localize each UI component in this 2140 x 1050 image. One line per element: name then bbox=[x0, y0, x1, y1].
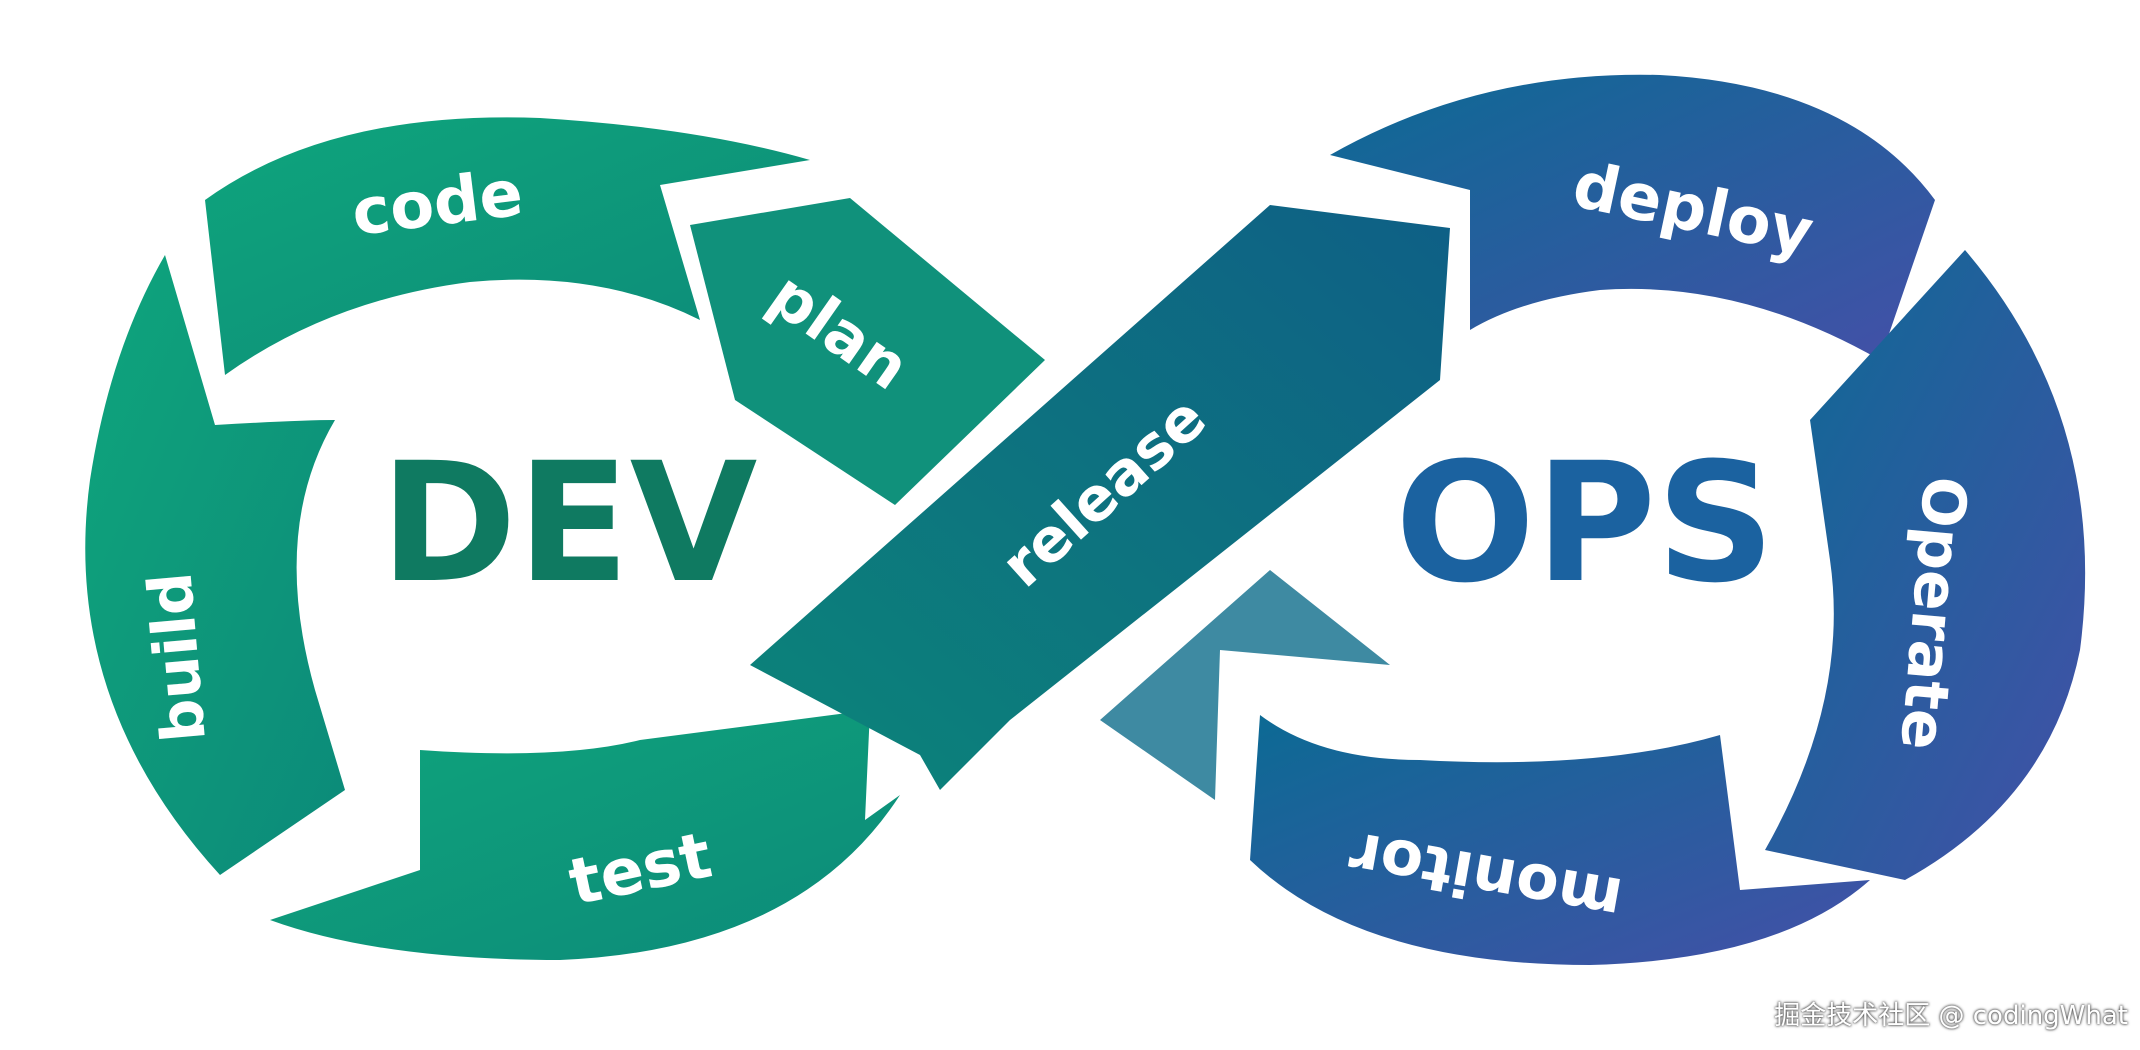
ops-title: OPS bbox=[1395, 427, 1775, 619]
monitor-segment[interactable] bbox=[1250, 715, 1870, 965]
test-segment[interactable] bbox=[270, 710, 900, 960]
watermark: 掘金技术社区 @ codingWhat bbox=[1774, 1001, 2128, 1031]
ops-loop bbox=[1100, 74, 2086, 965]
label-build: build bbox=[135, 570, 220, 745]
return-arrow bbox=[1100, 570, 1390, 800]
dev-loop bbox=[85, 117, 1045, 960]
plan-segment[interactable] bbox=[690, 198, 1045, 505]
operate-segment[interactable] bbox=[1765, 250, 2086, 880]
dev-title: DEV bbox=[380, 427, 757, 619]
release-segment[interactable] bbox=[750, 205, 1450, 790]
deploy-segment[interactable] bbox=[1330, 74, 1935, 360]
build-segment[interactable] bbox=[85, 255, 345, 875]
code-segment[interactable] bbox=[205, 117, 810, 376]
